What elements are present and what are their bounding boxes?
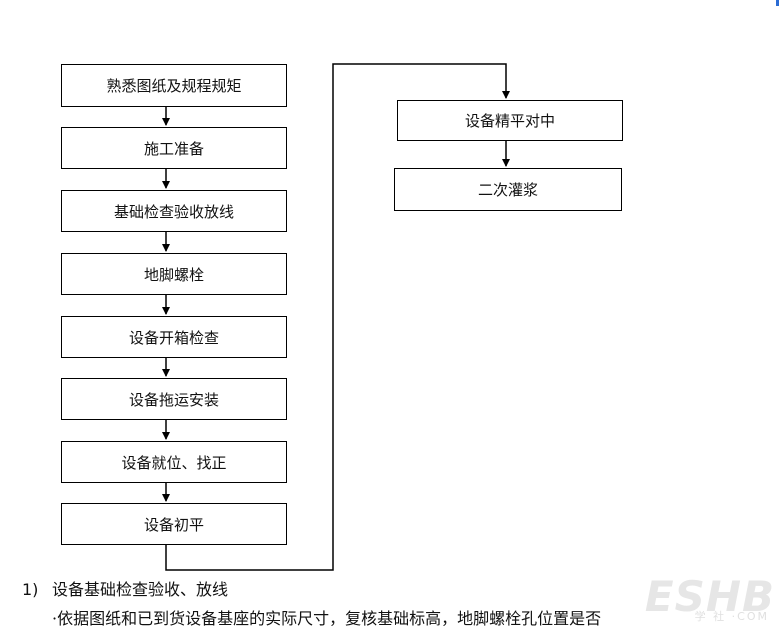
flow-step-3: 基础检查验收放线 [61,190,287,232]
flow-step-4-label: 地脚螺栓 [143,265,204,284]
flow-step-7: 设备就位、找正 [61,441,287,483]
connector-left-to-right [165,63,510,571]
section-paragraph: ·依据图纸和已到货设备基座的实际尺寸，复核基础标高，地脚螺栓孔位置是否 [52,609,602,628]
flow-step-8: 设备初平 [61,503,287,545]
flow-step-1-label: 熟悉图纸及规程规矩 [106,77,242,95]
flow-step-10: 二次灌浆 [394,168,622,211]
section-title: 设备基础检查验收、放线 [52,580,229,599]
flow-step-1: 熟悉图纸及规程规矩 [61,64,287,107]
flow-step-5: 设备开箱检查 [61,316,287,358]
flow-step-8-label: 设备初平 [143,515,204,534]
flow-step-4: 地脚螺栓 [61,253,287,295]
edge-marker [776,0,779,6]
flow-step-6: 设备拖运安装 [61,378,287,420]
flow-step-2-label: 施工准备 [143,139,204,158]
flow-step-7-label: 设备就位、找正 [121,453,227,472]
section-number: 1) [22,580,39,599]
watermark-logo: ESHB [644,572,775,621]
flow-step-9: 设备精平对中 [397,100,623,141]
flow-step-2: 施工准备 [61,127,287,169]
flow-step-6-label: 设备拖运安装 [128,390,219,409]
section-heading: 1) 设备基础检查验收、放线 [22,576,228,600]
flow-step-3-label: 基础检查验收放线 [113,202,234,221]
watermark-subtext: 学 社 ·COM [694,610,769,623]
flow-step-10-label: 二次灌浆 [477,181,538,199]
flow-step-9-label: 设备精平对中 [464,112,555,130]
flow-step-5-label: 设备开箱检查 [128,328,219,347]
